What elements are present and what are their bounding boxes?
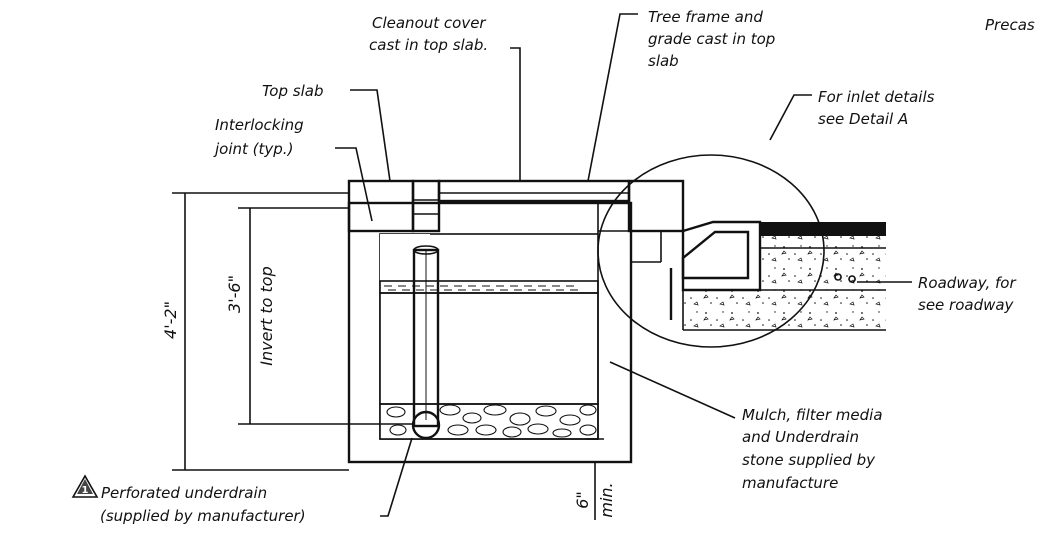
- dim-min-depth: 6": [573, 491, 592, 509]
- underdrain-stone: [379, 403, 599, 440]
- vault-outer: [347, 201, 633, 464]
- label-mulch-3: stone supplied by: [742, 451, 876, 469]
- label-tree-frame-1: Tree frame and: [648, 8, 763, 26]
- label-roadway-1: Roadway, for: [918, 274, 1016, 292]
- pavement-surface: [760, 222, 886, 236]
- top-slab-right: [627, 179, 685, 233]
- dim-min-label: min.: [597, 482, 616, 517]
- roadway-base: [760, 236, 886, 330]
- detail-a-circle: [597, 154, 825, 348]
- label-roadway-2: see roadway: [918, 296, 1015, 314]
- underdrain-pipe: [411, 245, 441, 440]
- label-inlet-1: For inlet details: [818, 88, 935, 106]
- label-cleanout-2: cast in top slab.: [369, 36, 488, 54]
- label-inlet-2: see Detail A: [818, 110, 908, 128]
- label-cleanout-1: Cleanout cover: [372, 14, 486, 32]
- label-tree-frame-3: slab: [648, 52, 679, 70]
- label-tree-frame-2: grade cast in top: [648, 30, 775, 48]
- label-mulch-4: manufacture: [742, 474, 838, 492]
- dim-invert-height: 3'-6": [225, 275, 244, 313]
- label-mulch-1: Mulch, filter media: [742, 406, 883, 424]
- label-interlocking-1: Interlocking: [215, 116, 304, 134]
- vault: [347, 201, 633, 464]
- tree-frame: [437, 179, 631, 203]
- media-layers: [379, 280, 599, 440]
- label-underdrain-2: (supplied by manufacturer): [100, 507, 306, 525]
- label-precast: Precas: [985, 16, 1035, 34]
- label-interlocking-2: joint (typ.): [213, 140, 293, 158]
- dim-total-height: 4'-2": [161, 301, 180, 339]
- top-slab: [347, 179, 685, 263]
- label-mulch-2: and Underdrain: [742, 428, 859, 446]
- callout-triangle: 1: [71, 474, 99, 498]
- inlet: [669, 220, 886, 331]
- label-top-slab: Top slab: [262, 82, 323, 100]
- cleanout-cover: [411, 179, 441, 233]
- leader-lines: [335, 13, 912, 517]
- top-slab-left: [347, 179, 415, 233]
- dim-invert-label: Invert to top: [257, 266, 276, 365]
- label-underdrain-1: Perforated underdrain: [101, 484, 267, 502]
- callout-number: 1: [82, 485, 89, 496]
- underdrain-outlet: [411, 410, 441, 440]
- dimension-lines: [172, 192, 604, 520]
